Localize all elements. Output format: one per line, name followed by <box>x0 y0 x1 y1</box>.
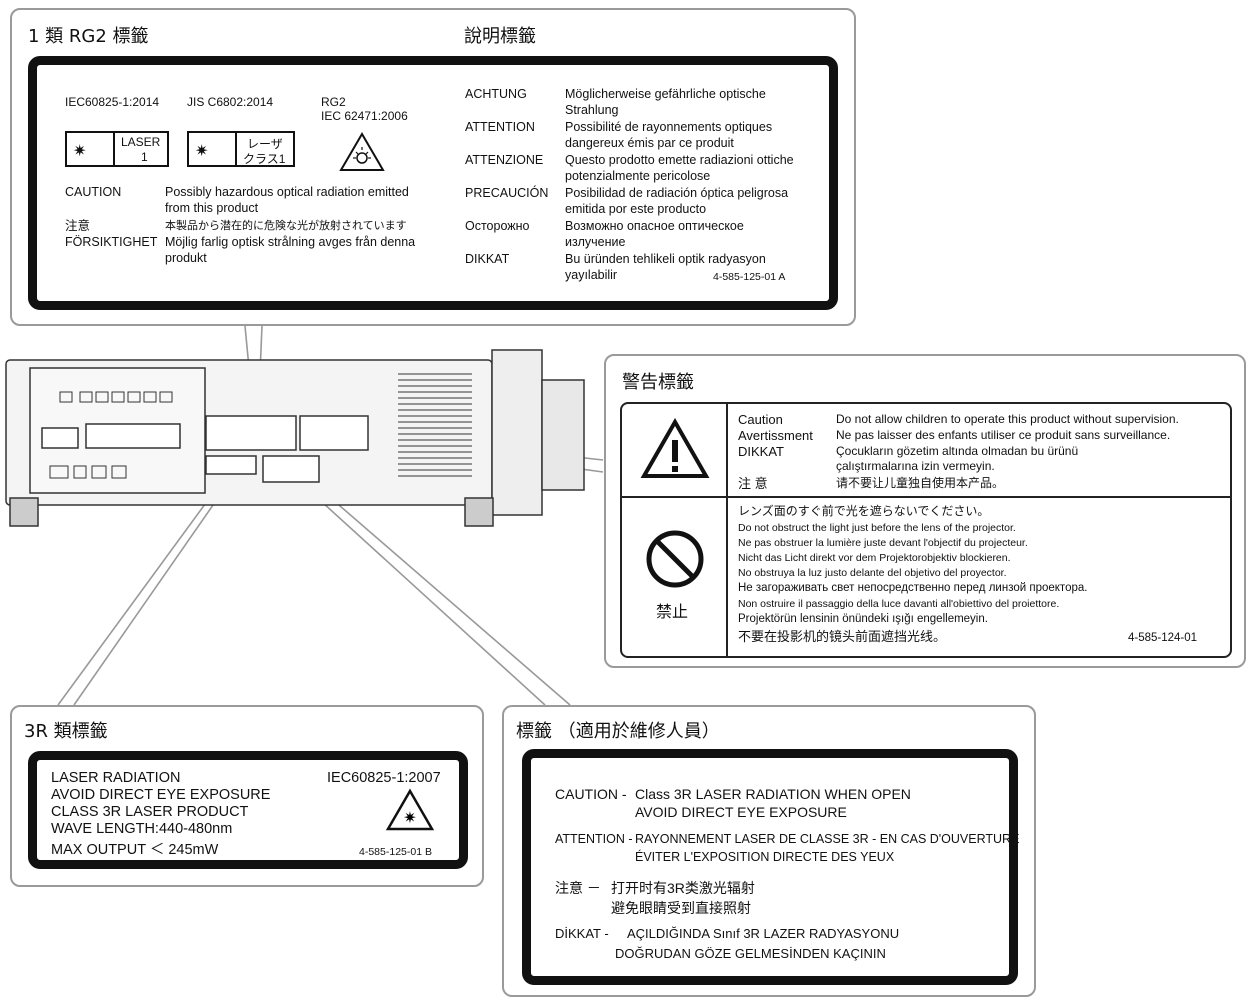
service-key-0: CAUTION - <box>555 786 627 802</box>
obstruct-line-7: Projektörün lensinin önündeki ışığı enge… <box>738 613 988 625</box>
obstruct-line-2: Ne pas obstruer la lumière juste devant … <box>738 537 1028 549</box>
rg2-left-key-2: FÖRSIKTIGHET <box>65 235 158 249</box>
rg2-right-key-1: ATTENTION <box>465 120 535 134</box>
prohibition-icon <box>646 530 704 588</box>
std-jis: JIS C6802:2014 <box>187 95 274 109</box>
obstruct-line-5: Не загораживать свет непосредственно пер… <box>738 582 1088 594</box>
class3r-line-4: MAX OUTPUT ＜ 245mW <box>51 842 219 858</box>
rg2-right-text-0b: Strahlung <box>565 103 619 117</box>
warning-row-text-2: Çocukların gözetim altında olmadan bu ür… <box>836 444 1079 458</box>
warning-row-key-0: Caution <box>738 412 783 427</box>
service-text-0b: AVOID DIRECT EYE EXPOSURE <box>635 804 847 820</box>
service-text-2a: 打开时有3R类激光辐射 <box>611 880 755 896</box>
warning-row-text-3: çalıştırmalarına izin vermeyin. <box>836 459 995 473</box>
obstruct-line-6: Non ostruire il passaggio della luce dav… <box>738 598 1060 610</box>
rg2-right-text-4a: Возможно опасное оптическое <box>565 219 744 233</box>
svg-text:✷: ✷ <box>403 808 416 827</box>
service-key-1: ATTENTION - <box>555 832 633 846</box>
rg2-right-key-4: Осторожно <box>465 219 530 233</box>
warning-row-key-4: 注 意 <box>738 476 768 491</box>
rg2-right-text-5b: yayılabilir <box>565 268 618 282</box>
obstruct-line-0: レンズ面のすぐ前で光を遮らないでください。 <box>738 504 990 518</box>
laser-burst-icon: ✷ <box>195 141 209 160</box>
laser-class-number: 1 <box>141 150 148 164</box>
service-label: CAUTION - Class 3R LASER RADIATION WHEN … <box>522 749 1020 985</box>
std-iec62471: IEC 62471:2006 <box>321 109 408 123</box>
laser-hazard-triangle-icon: ✷ <box>385 788 435 831</box>
rg2-right-text-1a: Possibilité de rayonnements optiques <box>565 120 773 134</box>
rg2-right-text-4b: излучение <box>565 235 626 249</box>
service-text-3a: AÇILDIĞINDA Sınıf 3R LAZER RADYASYONU <box>627 926 900 941</box>
service-text-1b: ÉVITER L'EXPOSITION DIRECTE DES YEUX <box>635 850 895 864</box>
obstruct-line-8: 不要在投影机的镜头前面遮挡光线。 <box>738 629 947 644</box>
obstruct-line-1: Do not obstruct the light just before th… <box>738 522 1016 534</box>
warning-label-code: 4-585-124-01 <box>1128 632 1198 644</box>
service-label-panel: 標籤 （適用於維修人員） CAUTION - Class 3R LASER RA… <box>502 705 1036 997</box>
class3r-panel-title: 3R 類標籤 <box>24 721 108 742</box>
obstruct-line-4: No obstruya la luz justo delante del obj… <box>738 567 1007 579</box>
class3r-label: LASER RADIATION AVOID DIRECT EYE EXPOSUR… <box>28 751 468 869</box>
exclamation-warning-icon <box>640 418 710 478</box>
class3r-line-0: LASER RADIATION <box>51 770 181 786</box>
service-text-0a: Class 3R LASER RADIATION WHEN OPEN <box>635 786 911 802</box>
rg2-left-text-2b: produkt <box>165 251 207 265</box>
rg2-right-text-3b: emitida por este producto <box>565 202 707 216</box>
service-panel-title: 標籤 （適用於維修人員） <box>516 721 720 742</box>
service-key-2: 注意 － <box>555 880 601 896</box>
laser-class1-box: ✷ LASER 1 <box>65 131 169 167</box>
rg2-label: IEC60825-1:2014 JIS C6802:2014 RG2 IEC 6… <box>28 56 838 310</box>
class3r-label-panel: 3R 類標籤 LASER RADIATION AVOID DIRECT EYE … <box>10 705 484 887</box>
prohibition-label: 禁止 <box>656 604 689 621</box>
warning-row-key-2: DIKKAT <box>738 444 784 459</box>
warning-panel-title: 警告標籤 <box>622 372 694 393</box>
rg2-right-key-2: ATTENZIONE <box>465 153 544 167</box>
rg2-left-text-1a: 本製品から潜在的に危険な光が放射されています <box>165 220 407 232</box>
rg2-label-panel: 1 類 RG2 標籤 說明標籤 IEC60825-1:2014 JIS C680… <box>10 8 856 326</box>
laser-class1-jp-box: ✷ レーザ クラス1 <box>187 131 295 167</box>
service-key-3: DİKKAT - <box>555 926 609 941</box>
rg2-left-key-0: CAUTION <box>65 185 122 199</box>
obstruct-line-3: Nicht das Licht direkt vor dem Projektor… <box>738 552 1011 564</box>
warning-row-key-1: Avertissment <box>738 428 813 443</box>
class3r-label-code: 4-585-125-01 B <box>359 846 432 858</box>
rg2-right-text-0a: Möglicherweise gefährliche optische <box>565 87 766 101</box>
rg2-right-key-0: ACHTUNG <box>465 87 527 101</box>
warning-row-text-1: Ne pas laisser des enfants utiliser ce p… <box>836 428 1171 442</box>
rg2-right-text-2b: potenzialmente pericolose <box>565 169 711 183</box>
service-text-2b: 避免眼睛受到直接照射 <box>611 900 751 916</box>
rg2-label-code: 4-585-125-01 A <box>713 271 786 283</box>
class3r-line-2: CLASS 3R LASER PRODUCT <box>51 804 249 820</box>
laser-burst-icon: ✷ <box>73 141 87 160</box>
std-iec60825: IEC60825-1:2014 <box>65 95 160 109</box>
rg2-right-key-3: PRECAUCIÓN <box>465 186 549 200</box>
warning-label: 禁止 Caution Do not allow children to oper… <box>620 402 1232 658</box>
service-text-3b: DOĞRUDAN GÖZE GELMESİNDEN KAÇININ <box>615 946 886 961</box>
rg2-panel-title: 1 類 RG2 標籤 <box>28 26 149 47</box>
service-text-1a: RAYONNEMENT LASER DE CLASSE 3R - EN CAS … <box>635 832 1020 846</box>
rg2-warning-triangle-icon <box>339 132 385 171</box>
rg2-left-text-0a: Possibly hazardous optical radiation emi… <box>165 185 409 199</box>
rg2-right-text-2a: Questo prodotto emette radiazioni ottich… <box>565 153 794 167</box>
rg2-left-key-1: 注意 <box>65 219 91 233</box>
warning-label-panel: 警告標籤 禁止 Caution Do not allow children to… <box>604 354 1246 668</box>
rg-text: RG2 <box>321 95 346 109</box>
warning-row-text-0: Do not allow children to operate this pr… <box>836 412 1179 426</box>
rg2-left-text-2a: Möjlig farlig optisk strålning avges frå… <box>165 235 416 249</box>
rg2-right-key-5: DIKKAT <box>465 252 510 266</box>
laser-jp-class: クラス1 <box>243 152 286 166</box>
rg2-left-text-0b: from this product <box>165 201 259 215</box>
rg2-right-text-5a: Bu üründen tehlikeli optik radyasyon <box>565 252 766 266</box>
laser-jp-text: レーザ <box>247 137 283 151</box>
rg2-right-text-3a: Posibilidad de radiación óptica peligros… <box>565 186 789 200</box>
laser-text: LASER <box>121 135 161 149</box>
explanation-panel-title: 說明標籤 <box>464 26 536 47</box>
class3r-line-1: AVOID DIRECT EYE EXPOSURE <box>51 787 271 803</box>
rg2-right-text-1b: dangereux émis par ce produit <box>565 136 734 150</box>
class3r-line-3: WAVE LENGTH:440-480nm <box>51 821 233 837</box>
warning-row-text-4: 请不要让儿童独自使用本产品。 <box>836 476 1005 490</box>
class3r-standard: IEC60825-1:2007 <box>327 770 441 786</box>
